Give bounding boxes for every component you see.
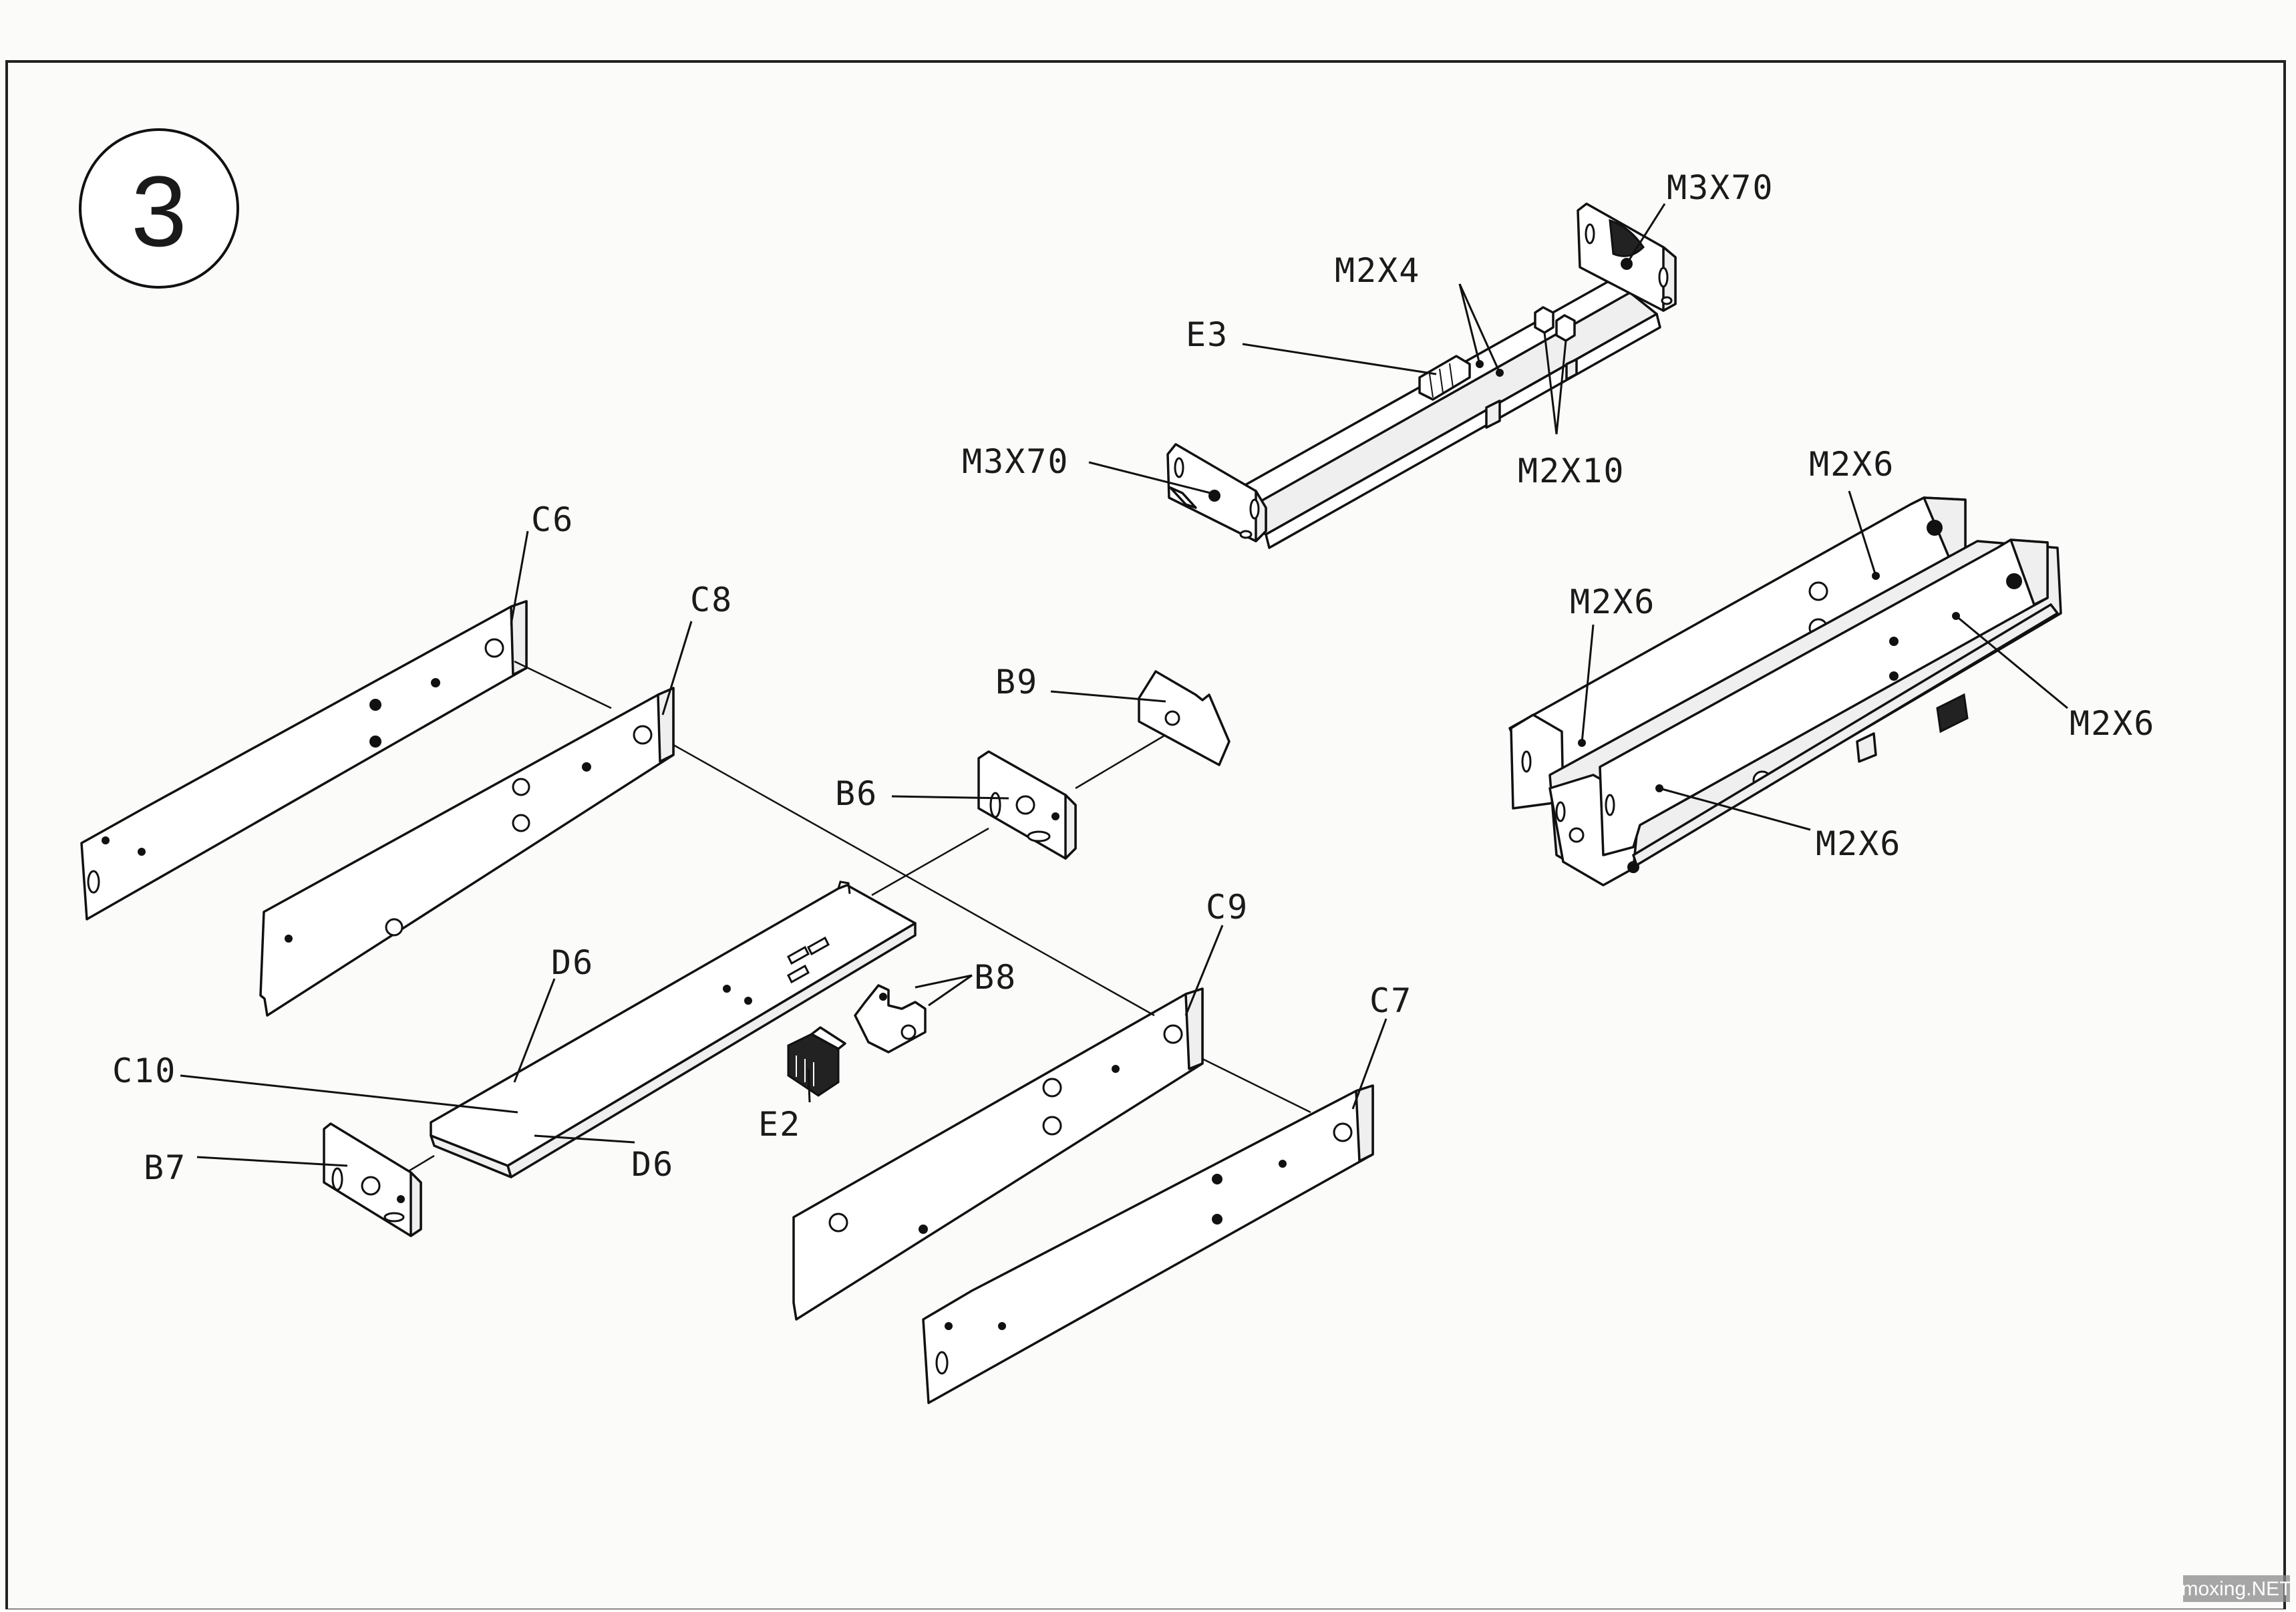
leader-lines (180, 203, 2068, 1167)
watermark-text: moxing.NET (2181, 1578, 2291, 1600)
label-m3x70-right: M3X70 (1667, 168, 1774, 207)
part-c9 (792, 987, 1204, 1321)
label-m2x6-top: M2X6 (1809, 445, 1895, 484)
axis-c6-c8 (514, 660, 612, 709)
part-c6 (80, 600, 528, 921)
label-d6-upper: D6 (551, 943, 594, 982)
side-box-assembly (1508, 496, 2062, 886)
label-b6: B6 (835, 774, 878, 813)
watermark: moxing.NET (2181, 1575, 2292, 1602)
label-c7: C7 (1369, 981, 1412, 1020)
label-d6-lower: D6 (631, 1145, 674, 1184)
part-b9 (1138, 670, 1231, 766)
label-m2x6-left: M2X6 (1570, 583, 1655, 621)
axis-c9-c7 (1202, 1058, 1311, 1114)
label-m2x6-bottom: M2X6 (1816, 824, 1901, 863)
label-c8: C8 (690, 581, 733, 619)
step-number: 3 (131, 155, 186, 267)
label-c6: C6 (531, 500, 574, 539)
part-c8 (259, 687, 675, 1017)
label-e3: E3 (1186, 315, 1228, 354)
label-m2x10: M2X10 (1518, 452, 1625, 490)
label-m2x6-right: M2X6 (2070, 704, 2155, 743)
part-e2 (787, 1026, 846, 1097)
label-c10: C10 (112, 1052, 176, 1090)
label-b8: B8 (974, 958, 1017, 997)
part-c10 (430, 880, 917, 1178)
label-b7: B7 (144, 1148, 186, 1187)
part-b7 (323, 1122, 422, 1237)
label-e2: E2 (758, 1105, 801, 1144)
label-c9: C9 (1206, 888, 1249, 927)
part-c7 (922, 1084, 1374, 1404)
label-m3x70-left: M3X70 (962, 442, 1070, 481)
step-badge: 3 (79, 128, 239, 289)
axis-c10-b6 (871, 827, 989, 897)
part-b8 (854, 984, 927, 1054)
axis-b6-b9 (1075, 734, 1166, 790)
page-frame (5, 60, 2286, 1611)
upper-frame-assembly (1166, 202, 1677, 549)
part-b6 (977, 750, 1077, 860)
axis-c8-c9 (673, 744, 1155, 1017)
label-b9: B9 (995, 663, 1038, 701)
label-m2x4: M2X4 (1335, 251, 1420, 290)
